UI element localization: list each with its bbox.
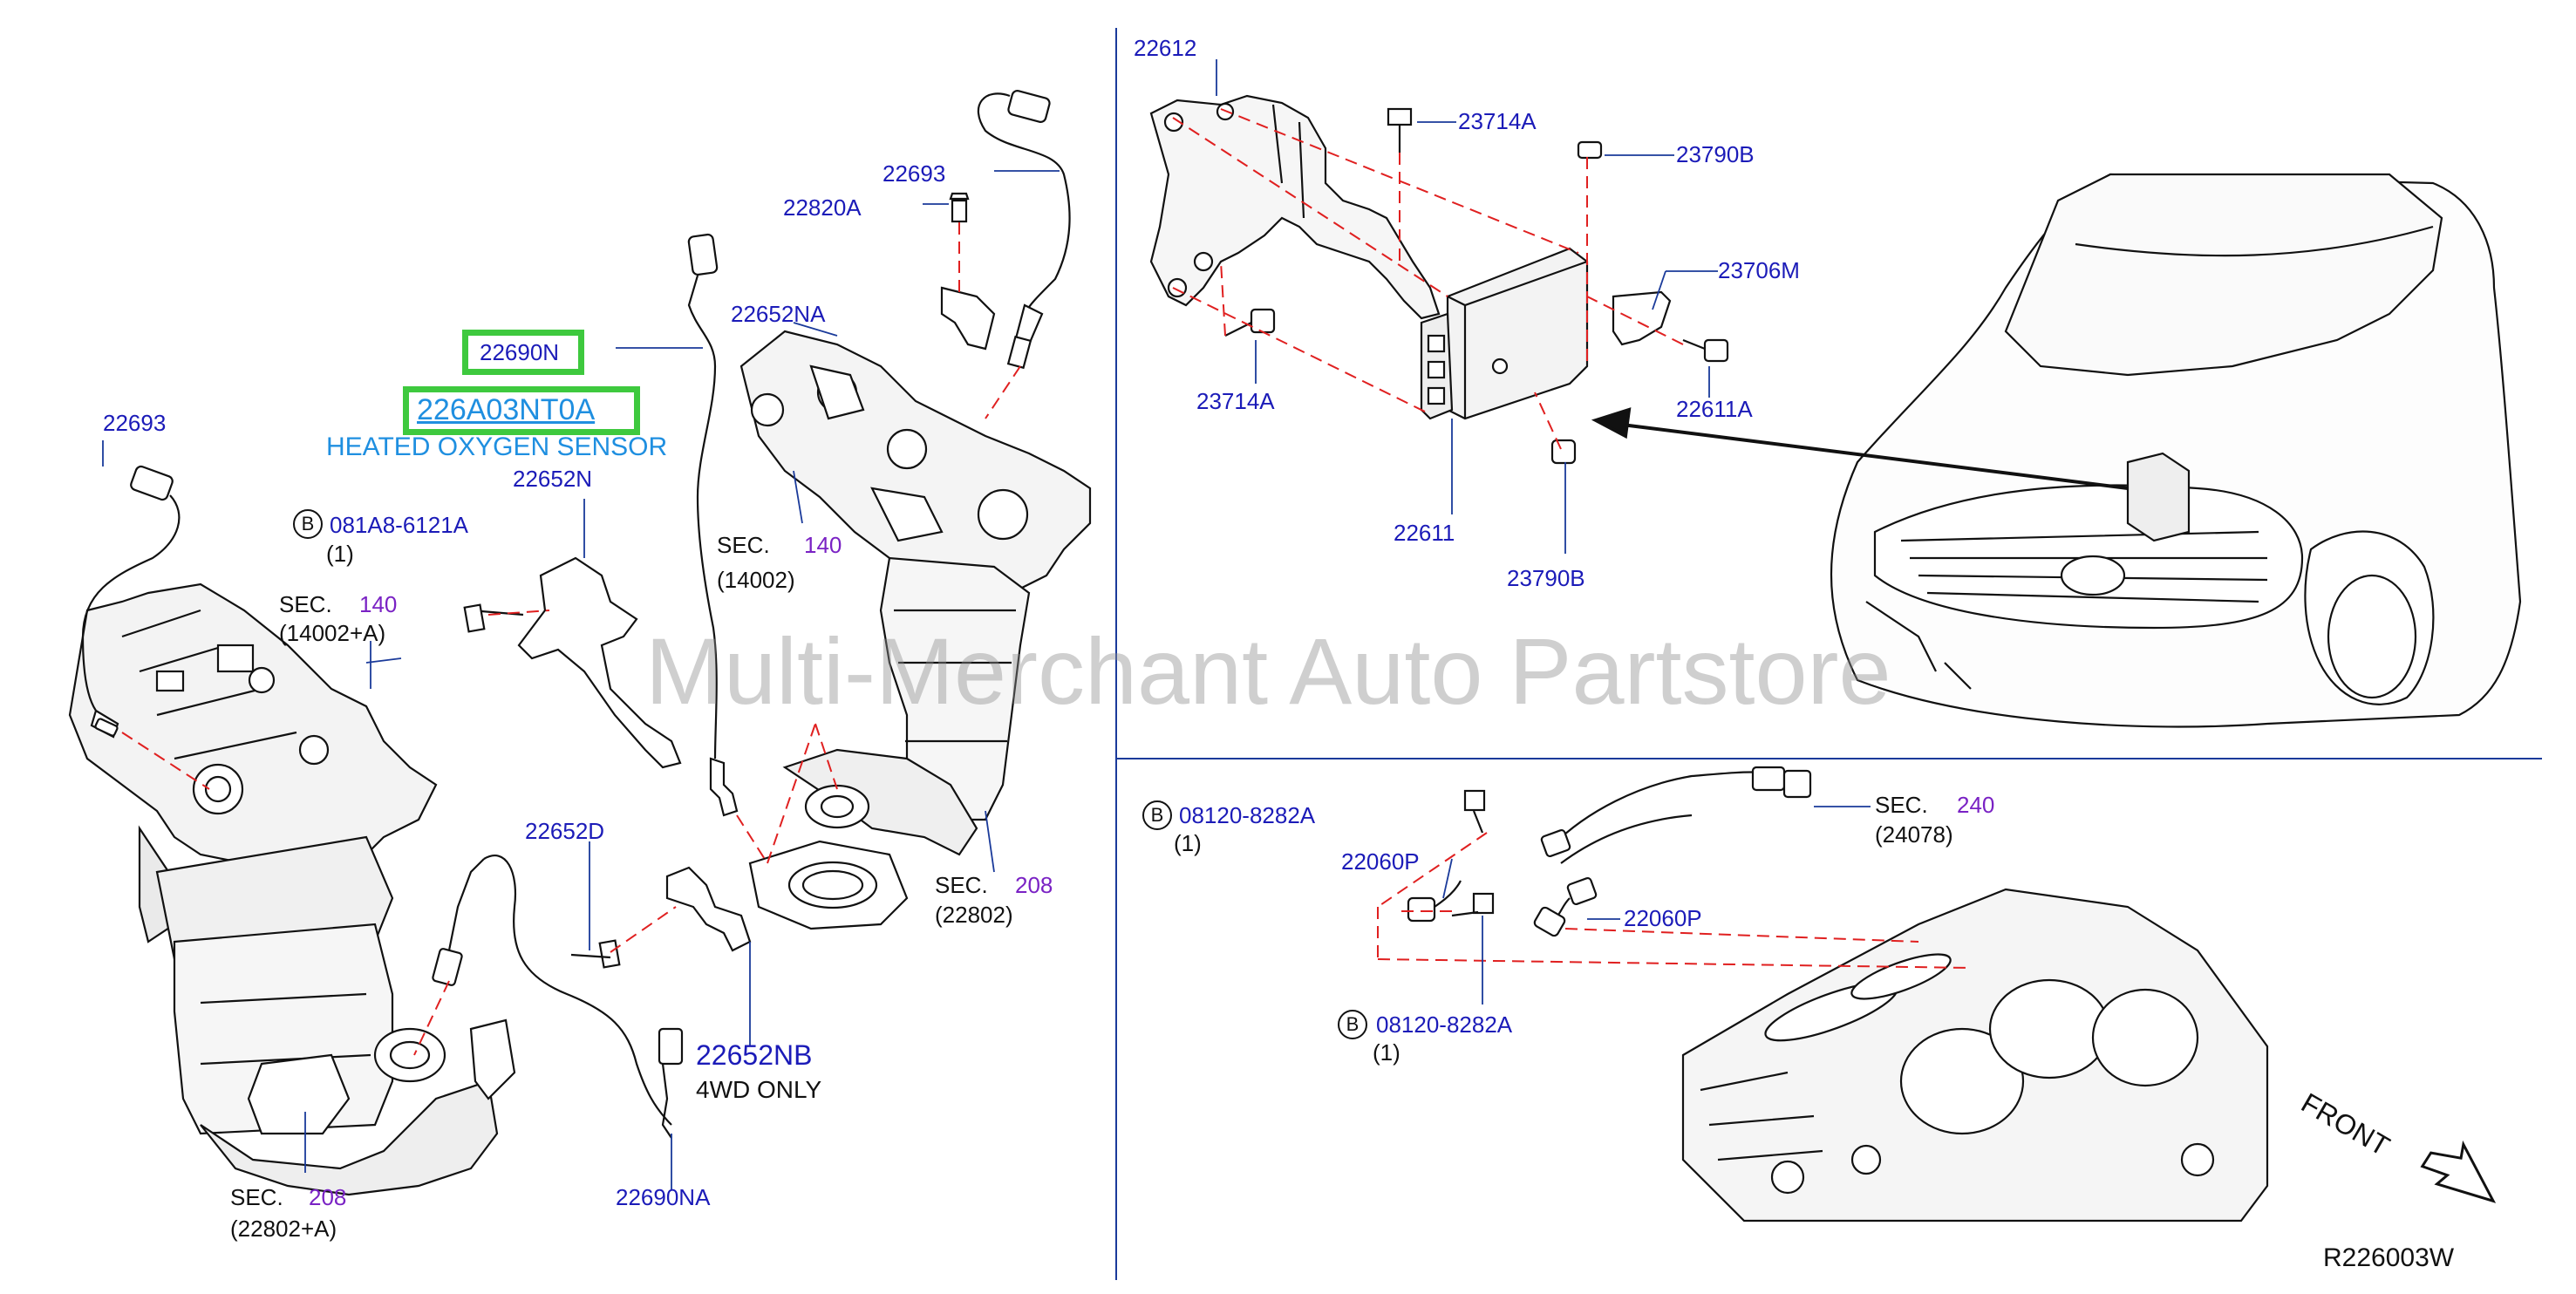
- part-label-23714a-bottom: 23714A: [1196, 388, 1275, 414]
- part-label-22611: 22611: [1394, 520, 1455, 546]
- note-4wd-only: 4WD ONLY: [696, 1076, 822, 1103]
- location-arrow: [1591, 407, 2129, 490]
- ecm-bolts-drawing: [1224, 107, 1729, 465]
- section-ref-24078: (24078): [1875, 821, 1953, 848]
- part-label-22652d: 22652D: [525, 818, 605, 844]
- section-ref-14002: (14002): [717, 567, 795, 593]
- highlight-box-22690n: [462, 330, 584, 375]
- vehicle-front-drawing: [1830, 173, 2522, 728]
- ecm-bracket-drawing: [1149, 94, 1441, 320]
- front-arrow-icon: [2420, 1140, 2497, 1203]
- part-number-226a03nt0a: 226A03NT0A: [417, 393, 596, 426]
- left-o2-sensor-drawing: [81, 465, 181, 739]
- section-label-right-140: SEC.: [717, 532, 770, 558]
- section-label-right-208: SEC.: [935, 872, 988, 898]
- heated-oxygen-sensor-title: HEATED OXYGEN SENSOR: [326, 432, 668, 461]
- part-label-08120-8282a-bottom: 08120-8282A: [1376, 1011, 1513, 1038]
- part-label-23790b-top: 23790B: [1676, 141, 1755, 167]
- part-label-23714a-top: 23714A: [1458, 108, 1537, 134]
- right-exhaust-manifold-drawing: [739, 330, 1092, 930]
- quantity-08120-bottom: (1): [1373, 1039, 1400, 1066]
- watermark: Multi-Merchant Auto Partstore: [645, 618, 1891, 724]
- bracket-22652nb-drawing: [570, 866, 752, 1139]
- bolt-type-b-marker-bottom: B: [1338, 1010, 1367, 1039]
- part-label-081a8-6121a: 081A8-6121A: [330, 512, 469, 538]
- section-number-left-140: 140: [359, 591, 398, 617]
- section-label-left-208: SEC.: [230, 1184, 283, 1210]
- part-label-22693-upper: 22693: [883, 160, 946, 187]
- part-label-22611a: 22611A: [1676, 396, 1753, 422]
- section-number-left-208: 208: [309, 1184, 347, 1210]
- middle-o2-sensor-drawing: [432, 854, 672, 1126]
- panel-dividers: [1115, 28, 2542, 1280]
- part-label-22060p-left: 22060P: [1341, 848, 1420, 875]
- section-number-240: 240: [1957, 792, 1995, 818]
- section-ref-22802-a: (22802+A): [230, 1216, 337, 1242]
- part-label-23790b-bottom: 23790B: [1507, 565, 1585, 591]
- part-label-22060p-right: 22060P: [1624, 905, 1702, 931]
- dashed-leader-lines: [121, 108, 1972, 1056]
- diagram-code: R226003W: [2323, 1243, 2455, 1272]
- section-ref-14002-a: (14002+A): [279, 620, 386, 646]
- section-label-240: SEC.: [1875, 792, 1928, 818]
- quantity-08120-top: (1): [1174, 830, 1202, 856]
- part-label-22652na: 22652NA: [731, 301, 826, 327]
- quantity-081a8: (1): [326, 541, 354, 567]
- part-label-23706m: 23706M: [1718, 257, 1800, 283]
- part-label-22652nb: 22652NB: [696, 1039, 813, 1071]
- part-leader-lines: [102, 59, 1871, 1190]
- part-label-22820a: 22820A: [783, 194, 862, 221]
- bolt-type-b-marker-top: B: [1142, 800, 1172, 830]
- part-label-22693-left: 22693: [103, 410, 167, 436]
- bolt-type-b-marker: B: [293, 509, 323, 539]
- part-label-22612: 22612: [1134, 35, 1197, 61]
- section-label-left-140: SEC.: [279, 591, 332, 617]
- heated-oxygen-sensor-drawing: [687, 233, 739, 817]
- bracket-22652n-drawing: [463, 556, 682, 769]
- ecm-unit-drawing: [1420, 247, 1589, 420]
- section-number-right-208: 208: [1015, 872, 1053, 898]
- section-ref-22802: (22802): [935, 902, 1013, 928]
- section-number-right-140: 140: [804, 532, 842, 558]
- part-label-22690n: 22690N: [480, 339, 560, 365]
- engine-block-drawing: [1681, 888, 2269, 1222]
- knock-sensor-harness-drawing: [1407, 766, 1812, 937]
- part-label-22690na: 22690NA: [616, 1184, 711, 1210]
- part-label-22652n: 22652N: [513, 466, 593, 492]
- left-exhaust-manifold-drawing: [68, 582, 516, 1196]
- part-label-08120-8282a-top: 08120-8282A: [1179, 802, 1316, 828]
- upper-o2-sensor-drawing: [940, 90, 1071, 370]
- highlight-box-226a03nt0a: [403, 386, 640, 435]
